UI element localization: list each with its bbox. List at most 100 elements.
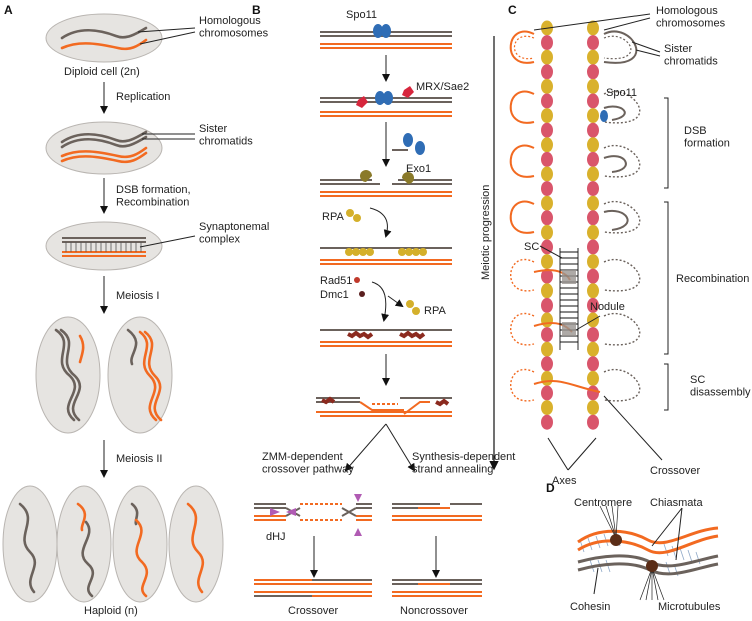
centromere-label: Centromere bbox=[574, 497, 632, 509]
axis-bead bbox=[541, 327, 553, 343]
cohesin-label: Cohesin bbox=[570, 601, 610, 613]
axis-bead bbox=[541, 239, 553, 255]
rad51-filament bbox=[347, 330, 374, 340]
homolog-grey bbox=[60, 26, 148, 40]
homolog-orange bbox=[60, 38, 148, 51]
axis-bead bbox=[541, 400, 553, 416]
axis-bead bbox=[541, 64, 553, 80]
axis-bead bbox=[541, 224, 553, 240]
axis-bead bbox=[587, 385, 599, 401]
meiosis1-label: Meiosis I bbox=[116, 290, 159, 302]
dmc1-label: Dmc1 bbox=[320, 289, 349, 301]
axis-bead bbox=[587, 341, 599, 357]
axis-bead bbox=[541, 356, 553, 372]
axis-bead bbox=[587, 268, 599, 284]
axis-bead bbox=[587, 210, 599, 226]
exo1-protein bbox=[360, 170, 372, 182]
axis-bead bbox=[541, 195, 553, 211]
panel-d: D Centromere Chiasmata Cohesin Microtubu… bbox=[546, 481, 721, 613]
crossover-product bbox=[254, 579, 372, 597]
axis-bead bbox=[541, 93, 553, 109]
axis-bead bbox=[541, 297, 553, 313]
panel-c: C bbox=[480, 3, 751, 487]
noncrossover-product bbox=[392, 579, 482, 597]
axis-bead bbox=[541, 108, 553, 124]
axis-bead bbox=[587, 78, 599, 94]
panel-d-letter: D bbox=[546, 481, 555, 495]
axis-bead bbox=[587, 297, 599, 313]
crossover-label: Crossover bbox=[288, 605, 338, 617]
axis-bead bbox=[541, 385, 553, 401]
chiasmata-label: Chiasmata bbox=[650, 497, 703, 509]
axis-left bbox=[541, 20, 553, 430]
diploid-cell bbox=[45, 13, 163, 63]
axis-bead bbox=[587, 49, 599, 65]
microtubules bbox=[599, 505, 665, 601]
meiotic-progression-label: Meiotic progression bbox=[480, 185, 492, 280]
axis-bead bbox=[541, 181, 553, 197]
axis-bead bbox=[587, 254, 599, 270]
axis-bead bbox=[587, 400, 599, 416]
axis-bead bbox=[587, 195, 599, 211]
panel-b: B Spo11 MRX/Sae2 Exo1 RPA bbox=[252, 3, 515, 617]
panel-c-letter: C bbox=[508, 3, 517, 17]
axis-bead bbox=[587, 108, 599, 124]
axis-bead bbox=[587, 356, 599, 372]
recombination-label: Recombination bbox=[676, 273, 749, 285]
axis-bead bbox=[587, 20, 599, 36]
haploid-cell-3 bbox=[112, 485, 168, 603]
axes-label: Axes bbox=[552, 475, 577, 487]
noncrossover-label: Noncrossover bbox=[400, 605, 468, 617]
axis-bead bbox=[541, 35, 553, 51]
rpa-label: RPA bbox=[322, 211, 344, 223]
sc-label: SC bbox=[524, 241, 539, 253]
axis-bead bbox=[587, 327, 599, 343]
axis-right bbox=[587, 20, 599, 430]
axis-bead bbox=[587, 93, 599, 109]
axis-bead bbox=[587, 122, 599, 138]
diploid-label: Diploid cell (2n) bbox=[64, 66, 140, 78]
mi-cell-right bbox=[107, 316, 173, 434]
axis-bead bbox=[587, 370, 599, 386]
axis-bead bbox=[541, 312, 553, 328]
axis-bead bbox=[587, 151, 599, 167]
axis-bead bbox=[541, 151, 553, 167]
axis-bead bbox=[541, 254, 553, 270]
axis-bead bbox=[541, 268, 553, 284]
spo11-on-axis bbox=[600, 110, 608, 122]
c-spo11-label: Spo11 bbox=[606, 87, 637, 99]
spo11-protein bbox=[373, 24, 383, 38]
axis-bead bbox=[541, 122, 553, 138]
mrx-label: MRX/Sae2 bbox=[416, 81, 469, 93]
axis-bead bbox=[541, 370, 553, 386]
dsb-recomb-label: DSB formation,Recombination bbox=[116, 184, 191, 209]
axis-bead bbox=[587, 239, 599, 255]
axis-bead bbox=[587, 224, 599, 240]
haploid-cell-4 bbox=[168, 485, 224, 603]
axis-bead bbox=[541, 414, 553, 430]
rad51-label: Rad51 bbox=[320, 275, 352, 287]
rpa-coated-ssdna bbox=[345, 248, 427, 256]
axis-bead bbox=[541, 166, 553, 182]
loops-grey bbox=[603, 30, 641, 402]
meiosis2-label: Meiosis II bbox=[116, 453, 162, 465]
axis-bead bbox=[587, 137, 599, 153]
nodule-label: Nodule bbox=[590, 301, 625, 313]
exo1-label: Exo1 bbox=[406, 163, 431, 175]
mrx-protein bbox=[356, 96, 368, 108]
axis-bead bbox=[541, 283, 553, 299]
axis-bead bbox=[587, 283, 599, 299]
dhj-structure bbox=[254, 494, 372, 536]
replication-label: Replication bbox=[116, 91, 170, 103]
centromere-dot bbox=[610, 534, 622, 546]
